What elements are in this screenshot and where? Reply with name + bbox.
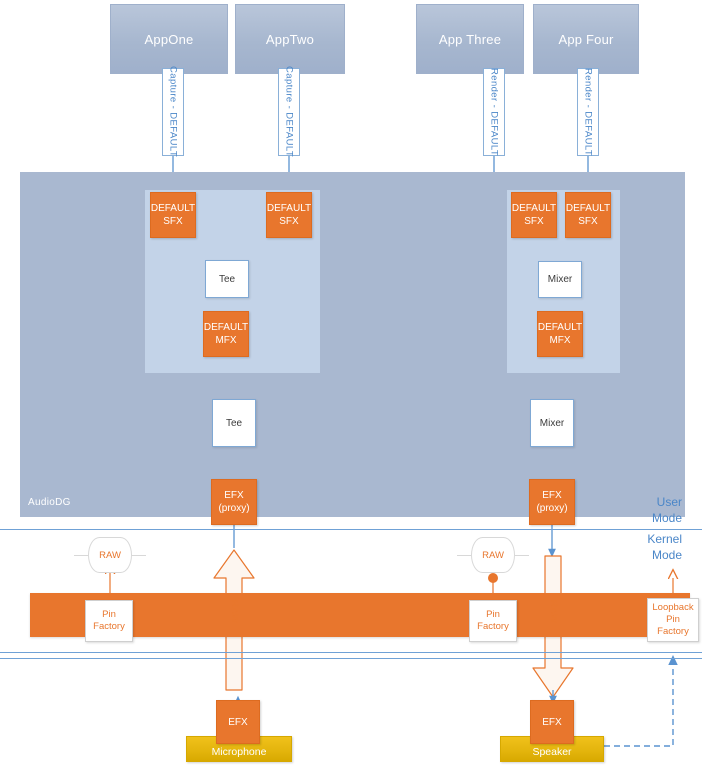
pin-factory-render[interactable]: Pin Factory bbox=[469, 600, 517, 642]
app-box-appthree[interactable]: App Three bbox=[416, 4, 524, 74]
node-line-1: DEFAULT bbox=[537, 322, 583, 333]
node-line-2: SFX bbox=[578, 216, 598, 227]
kernel-streaming-bar bbox=[30, 593, 690, 637]
app-label: App Three bbox=[438, 31, 502, 47]
kernel-mode-line-1: Kernel bbox=[647, 532, 682, 546]
node-line-1: DEFAULT bbox=[266, 203, 312, 214]
raw-badge-tick-right bbox=[132, 555, 146, 556]
node-label: Tee bbox=[218, 273, 236, 285]
raw-badge-label: RAW bbox=[482, 549, 504, 561]
stream-appone-capture[interactable]: Capture - DEFAULT bbox=[162, 66, 184, 158]
pin-factory-line-1: Pin bbox=[486, 609, 500, 620]
node-line-2: (proxy) bbox=[218, 503, 250, 514]
node-line-2: MFX bbox=[549, 335, 571, 346]
pin-factory-line-1: Pin bbox=[102, 609, 116, 620]
raw-badge-tick-right-2 bbox=[515, 555, 529, 556]
node-line-1: EFX bbox=[224, 490, 244, 501]
app-box-appone[interactable]: AppOne bbox=[110, 4, 228, 74]
capture-default-sfx-1[interactable]: DEFAULT SFX bbox=[150, 192, 196, 238]
app-box-appfour[interactable]: App Four bbox=[533, 4, 639, 74]
node-label: Tee bbox=[225, 417, 243, 429]
app-label: App Four bbox=[558, 31, 614, 47]
capture-device-tee[interactable]: Tee bbox=[212, 399, 256, 447]
capture-efx-proxy[interactable]: EFX (proxy) bbox=[211, 479, 257, 525]
stream-apptwo-capture[interactable]: Capture - DEFAULT bbox=[278, 66, 300, 158]
loopback-line-3: Factory bbox=[657, 626, 689, 637]
node-label: Mixer bbox=[539, 417, 565, 429]
stream-appfour-render[interactable]: Render - DEFAULT bbox=[577, 68, 599, 156]
raw-badge-label: RAW bbox=[99, 549, 121, 561]
node-line-1: EFX bbox=[542, 490, 562, 501]
node-label: EFX bbox=[228, 716, 248, 728]
microphone-efx[interactable]: EFX bbox=[216, 700, 260, 744]
user-mode-line-1: User bbox=[656, 495, 682, 509]
app-label: AppOne bbox=[144, 31, 194, 47]
loopback-pin-factory[interactable]: Loopback Pin Factory bbox=[647, 598, 699, 642]
stream-label: Capture - DEFAULT bbox=[167, 66, 179, 158]
raw-stream-label-render: RAW bbox=[548, 600, 559, 624]
raw-badge-tick-left bbox=[74, 555, 88, 556]
node-line-1: DEFAULT bbox=[511, 203, 557, 214]
loopback-line-1: Loopback bbox=[652, 602, 694, 613]
node-line-2: MFX bbox=[215, 335, 237, 346]
device-label: Microphone bbox=[211, 746, 267, 758]
pin-factory-line-2: Factory bbox=[477, 621, 509, 632]
capture-tee[interactable]: Tee bbox=[205, 260, 249, 298]
node-label: Mixer bbox=[547, 274, 573, 285]
raw-badge-tick-left-2 bbox=[457, 555, 471, 556]
node-line-1: DEFAULT bbox=[150, 203, 196, 214]
raw-dot-connector bbox=[488, 573, 498, 583]
node-line-2: SFX bbox=[163, 216, 183, 227]
raw-badge-render[interactable]: RAW bbox=[471, 537, 515, 573]
kernel-mode-line-2: Mode bbox=[651, 548, 682, 562]
node-line-1: DEFAULT bbox=[203, 322, 249, 333]
render-default-sfx-1[interactable]: DEFAULT SFX bbox=[511, 192, 557, 238]
raw-stream-label-capture: RAW bbox=[229, 600, 240, 624]
pin-factory-line-2: Factory bbox=[93, 621, 125, 632]
kernel-mode-label: Kernel Mode bbox=[600, 531, 682, 563]
node-line-1: DEFAULT bbox=[565, 203, 611, 214]
speaker-efx[interactable]: EFX bbox=[530, 700, 574, 744]
device-label: Speaker bbox=[532, 746, 572, 758]
node-line-2: SFX bbox=[279, 216, 299, 227]
render-default-sfx-2[interactable]: DEFAULT SFX bbox=[565, 192, 611, 238]
render-efx-proxy[interactable]: EFX (proxy) bbox=[529, 479, 575, 525]
stream-appthree-render[interactable]: Render - DEFAULT bbox=[483, 68, 505, 156]
stream-label: Capture - DEFAULT bbox=[283, 66, 295, 158]
node-line-2: SFX bbox=[524, 216, 544, 227]
render-device-mixer[interactable]: Mixer bbox=[530, 399, 574, 447]
render-mixer[interactable]: Mixer bbox=[538, 261, 582, 298]
pin-factory-capture[interactable]: Pin Factory bbox=[85, 600, 133, 642]
kernel-divider-bottom-2 bbox=[0, 658, 702, 659]
loopback-line-2: Pin bbox=[666, 614, 680, 625]
audiodg-label: AudioDG bbox=[28, 497, 71, 508]
app-box-apptwo[interactable]: AppTwo bbox=[235, 4, 345, 74]
capture-default-mfx[interactable]: DEFAULT MFX bbox=[203, 311, 249, 357]
user-mode-line-2: Mode bbox=[651, 511, 682, 525]
stream-label: Render - DEFAULT bbox=[582, 67, 594, 157]
raw-badge-capture[interactable]: RAW bbox=[88, 537, 132, 573]
kernel-divider-bottom bbox=[0, 652, 702, 653]
user-mode-label: User Mode bbox=[600, 494, 682, 526]
stream-label: Render - DEFAULT bbox=[488, 67, 500, 157]
capture-default-sfx-2[interactable]: DEFAULT SFX bbox=[266, 192, 312, 238]
render-default-mfx[interactable]: DEFAULT MFX bbox=[537, 311, 583, 357]
user-kernel-divider-top bbox=[0, 529, 702, 530]
app-label: AppTwo bbox=[265, 31, 315, 47]
device-microphone[interactable]: Microphone bbox=[186, 736, 292, 762]
node-label: EFX bbox=[542, 716, 562, 728]
node-line-2: (proxy) bbox=[536, 503, 568, 514]
